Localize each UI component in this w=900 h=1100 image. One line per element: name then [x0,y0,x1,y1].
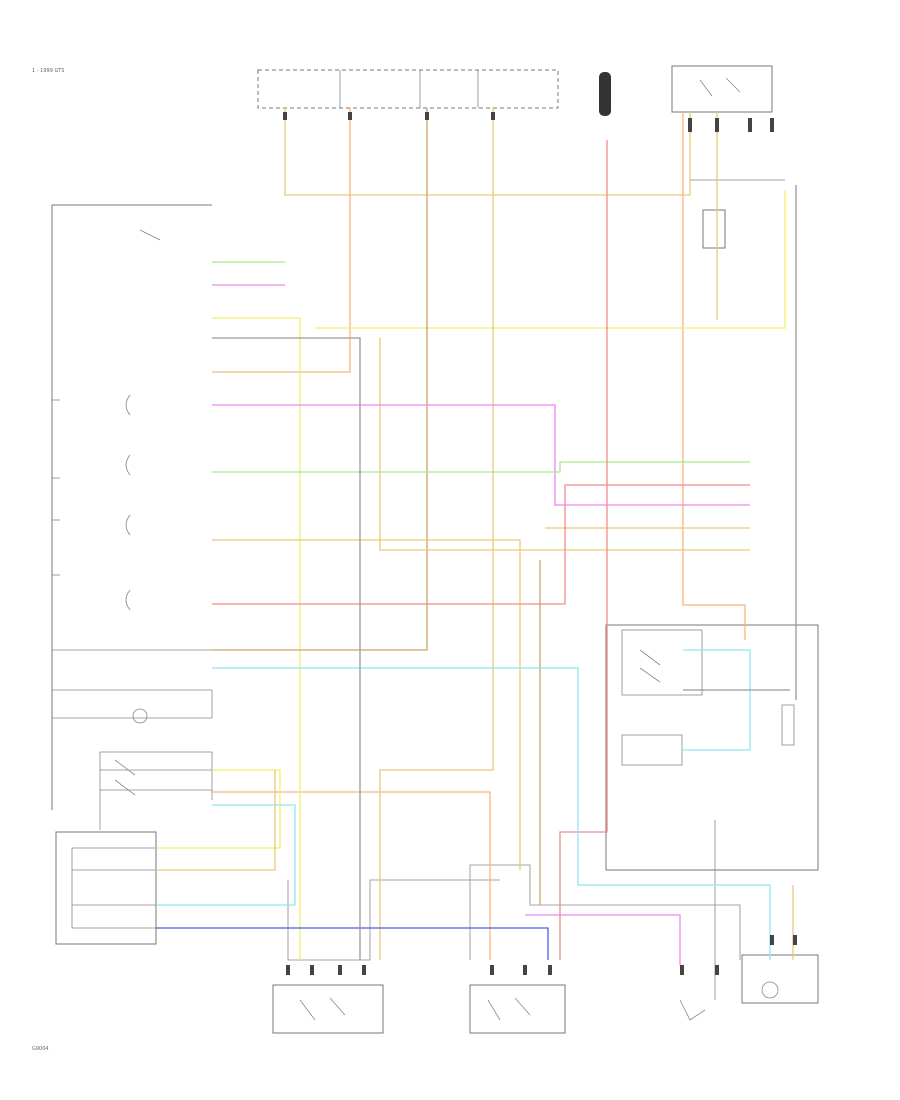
relay-bottom-left [272,879,500,1034]
wiring-layer [156,108,797,965]
wire-dkblue-1 [156,927,549,960]
blower-motor-resistor-module [605,624,819,871]
wire-pink-3 [525,914,681,965]
wire-pink-1 [212,404,750,506]
wire-ltblue-3 [683,649,751,751]
heater-control-assembly [55,831,157,945]
connector-c100 [599,72,611,116]
wire-yellow-1 [212,317,301,960]
wire-yellow-3 [156,769,281,849]
wire-ltblue-2 [156,804,296,906]
wire-tan-7 [156,770,276,871]
motor-bottom-right [741,954,819,1004]
wire-ltgreen-1 [212,461,750,473]
top-fuse-block [257,69,559,109]
wire-red-1 [212,484,750,605]
top-right-relay-box [671,65,773,113]
footer-code: G9004 [32,1046,49,1052]
wire-red-2 [559,140,608,960]
motor-icon [761,981,779,999]
wire-gray-1 [212,337,361,960]
page-label: 1 - 1999 GTS [32,68,64,74]
relay-bottom-center [469,864,741,1034]
wire-tan-4 [379,338,750,551]
connector-pins [283,112,797,975]
relay-upper-right [690,179,785,249]
wire-tan-2 [212,108,428,651]
wire-orange-1 [212,108,351,373]
wire-orange-3 [212,791,491,960]
wire-yellow-2 [315,190,786,329]
indicator-lamp-icon [132,708,148,724]
wire-tan-6 [379,108,494,960]
wire-ltblue-1 [212,667,771,960]
blower-speed-switch [99,751,213,830]
wire-orange-2 [682,112,746,640]
ground-switch-bottom [679,820,716,1021]
wire-tan-3 [212,539,521,870]
wire-tan-top [284,108,691,196]
switch-assembly-left [51,204,213,810]
